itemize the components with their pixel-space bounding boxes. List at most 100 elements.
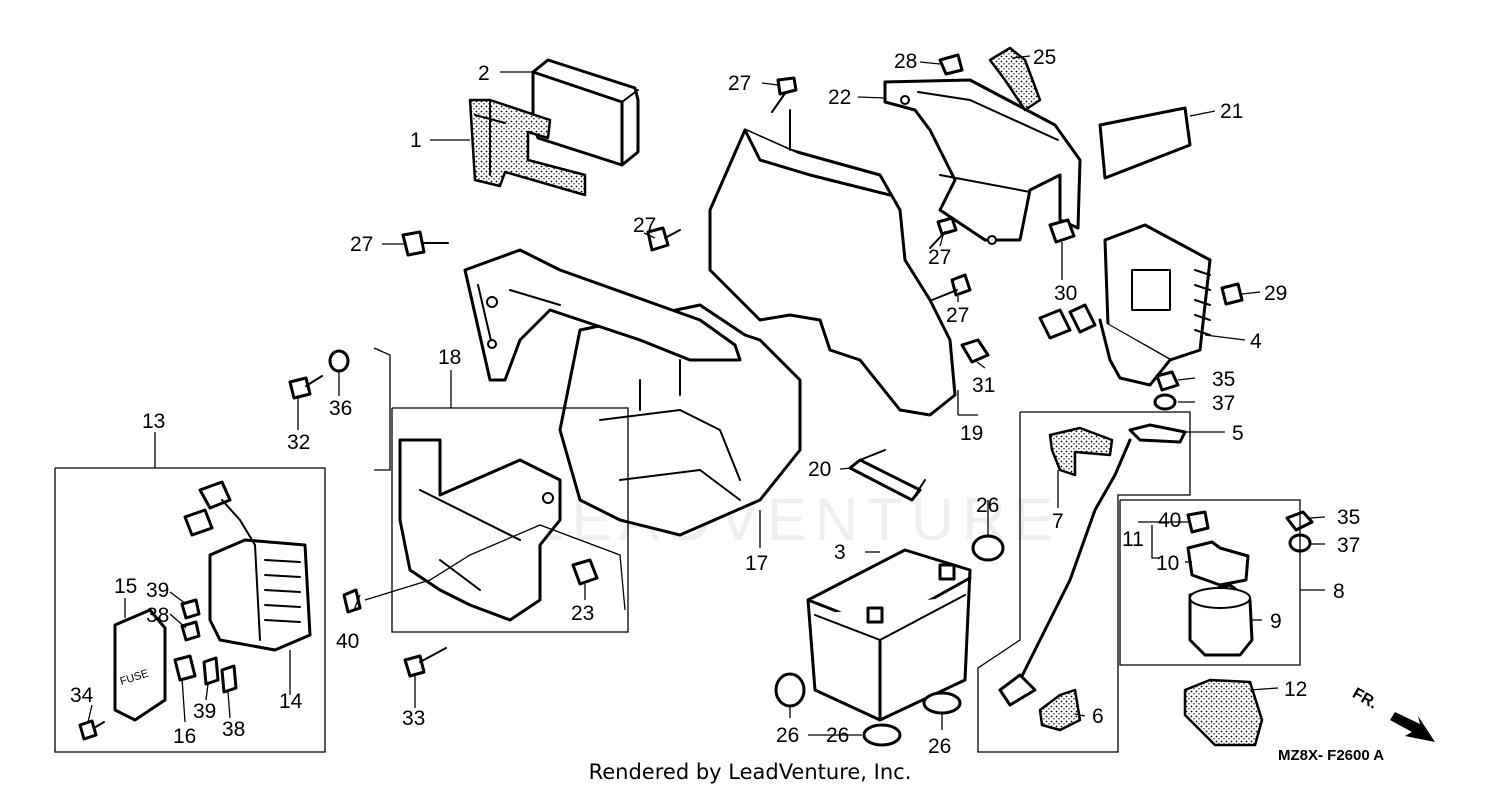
part-22-upper-bracket[interactable] — [883, 78, 1082, 245]
part-27-bolt-b[interactable] — [931, 273, 972, 301]
group-13-box — [54, 432, 326, 753]
part-26-grommet-b[interactable] — [774, 672, 806, 708]
callout-3: 3 — [834, 541, 846, 564]
part-7-terminal-cover[interactable] — [1048, 426, 1114, 477]
callout-27-a: 27 — [728, 72, 751, 95]
part-34-screw[interactable] — [78, 719, 105, 741]
direction-label: FR. — [1349, 685, 1380, 713]
part-23-grommet[interactable] — [571, 558, 599, 586]
callout-37-b: 37 — [1337, 534, 1360, 557]
part-27-bolt-top[interactable] — [771, 76, 798, 113]
part-25-clip[interactable] — [988, 46, 1042, 112]
callout-22: 22 — [828, 86, 851, 109]
part-27-bolt-d[interactable] — [401, 230, 449, 257]
callout-15: 15 — [114, 575, 137, 598]
callout-21: 21 — [1220, 100, 1243, 123]
callout-26-c: 26 — [826, 724, 849, 747]
callout-5: 5 — [1232, 422, 1244, 445]
direction-arrow: FR. — [1349, 685, 1435, 742]
callout-27-e: 27 — [946, 304, 969, 327]
callout-7: 7 — [1052, 510, 1064, 533]
callout-38-b: 38 — [222, 718, 245, 741]
part-37-washer-a[interactable] — [1153, 393, 1177, 411]
part-14-fuse-box[interactable] — [183, 480, 312, 652]
callout-27-d: 27 — [928, 246, 951, 269]
part-27-bolt-c[interactable] — [646, 226, 681, 252]
part-31-collar[interactable] — [960, 338, 990, 364]
part-38-fuse-b[interactable] — [220, 664, 238, 694]
callout-37-a: 37 — [1212, 392, 1235, 415]
part-35-nut-a[interactable] — [1155, 370, 1180, 392]
part-6-terminal-cover[interactable] — [1038, 688, 1082, 732]
part-38-fuse-a[interactable] — [180, 620, 201, 642]
callout-16: 16 — [173, 725, 196, 748]
callout-30: 30 — [1054, 282, 1077, 305]
callout-19: 19 — [960, 422, 983, 445]
callout-36: 36 — [329, 397, 352, 420]
callout-39-b: 39 — [193, 700, 216, 723]
group-8-box — [1119, 499, 1301, 666]
part-4-regulator[interactable] — [1038, 223, 1212, 387]
part-16-fuse[interactable] — [173, 654, 197, 682]
callout-40-b: 40 — [1158, 509, 1181, 532]
callout-23: 23 — [571, 602, 594, 625]
callout-4: 4 — [1250, 330, 1262, 353]
part-26-grommet-a[interactable] — [971, 534, 1005, 562]
diagram-code: MZ8X- F2600 A — [1278, 747, 1384, 764]
callout-33: 33 — [402, 707, 425, 730]
part-30-grommet[interactable] — [1048, 218, 1076, 244]
callout-6: 6 — [1092, 705, 1104, 728]
callout-35-a: 35 — [1212, 368, 1235, 391]
callout-13: 13 — [142, 410, 165, 433]
callout-39-a: 39 — [146, 579, 169, 602]
callout-25: 25 — [1033, 46, 1056, 69]
callout-29: 29 — [1264, 282, 1287, 305]
part-39-fuse-a[interactable] — [180, 598, 201, 620]
callout-14: 14 — [279, 690, 303, 713]
part-21-holder[interactable] — [1098, 0, 1192, 180]
callout-35-b: 35 — [1337, 506, 1360, 529]
callout-20: 20 — [808, 458, 831, 481]
callout-40-a: 40 — [336, 630, 359, 653]
callout-10: 10 — [1156, 552, 1179, 575]
part-2-cover[interactable] — [531, 58, 640, 167]
part-17-battery-case[interactable] — [558, 109, 957, 537]
callout-34: 34 — [70, 684, 94, 707]
callout-1: 1 — [410, 129, 422, 152]
callout-26-a: 26 — [976, 494, 999, 517]
part-15-fuse-cover[interactable]: FUSE — [113, 608, 167, 722]
callout-17: 17 — [745, 552, 768, 575]
part-36-washer[interactable] — [328, 349, 350, 373]
leader-lines — [87, 55, 1326, 736]
part-27-bolt-a[interactable] — [929, 216, 958, 249]
callout-8: 8 — [1333, 580, 1345, 603]
part-29-screw[interactable] — [1220, 282, 1244, 306]
part-1-rubber-mount[interactable] — [468, 98, 587, 197]
group-18-box — [391, 370, 629, 633]
part-26-grommet-d[interactable] — [922, 691, 962, 715]
callout-27-b: 27 — [633, 214, 656, 237]
part-5-battery-cable[interactable] — [998, 423, 1187, 707]
callout-9: 9 — [1270, 610, 1282, 633]
part-28-grommet[interactable] — [938, 53, 964, 76]
callout-32: 32 — [287, 431, 310, 454]
callout-18: 18 — [438, 346, 461, 369]
part-8-starter-relay[interactable] — [1186, 510, 1254, 657]
callout-26-d: 26 — [928, 735, 951, 758]
callout-26-b: 26 — [776, 724, 799, 747]
callout-labels: 1 2 3 4 5 6 7 8 9 10 11 12 13 14 15 16 1… — [70, 46, 1360, 758]
callout-11: 11 — [1122, 528, 1144, 551]
part-33-bolt[interactable] — [403, 647, 447, 678]
callout-38-a: 38 — [146, 604, 169, 627]
part-39-fuse-b[interactable] — [202, 656, 220, 686]
part-3-battery[interactable] — [806, 548, 972, 722]
callout-27-c: 27 — [350, 233, 373, 256]
part-20-stay[interactable] — [848, 449, 926, 502]
callout-12: 12 — [1284, 678, 1307, 701]
part-26-grommet-c[interactable] — [862, 723, 902, 747]
part-12-relay-cover[interactable] — [1183, 678, 1264, 747]
group-5-box — [977, 411, 1191, 753]
part-32-bolt[interactable] — [288, 375, 323, 400]
callout-31: 31 — [972, 374, 995, 397]
part-18-side-bracket[interactable] — [398, 248, 742, 622]
